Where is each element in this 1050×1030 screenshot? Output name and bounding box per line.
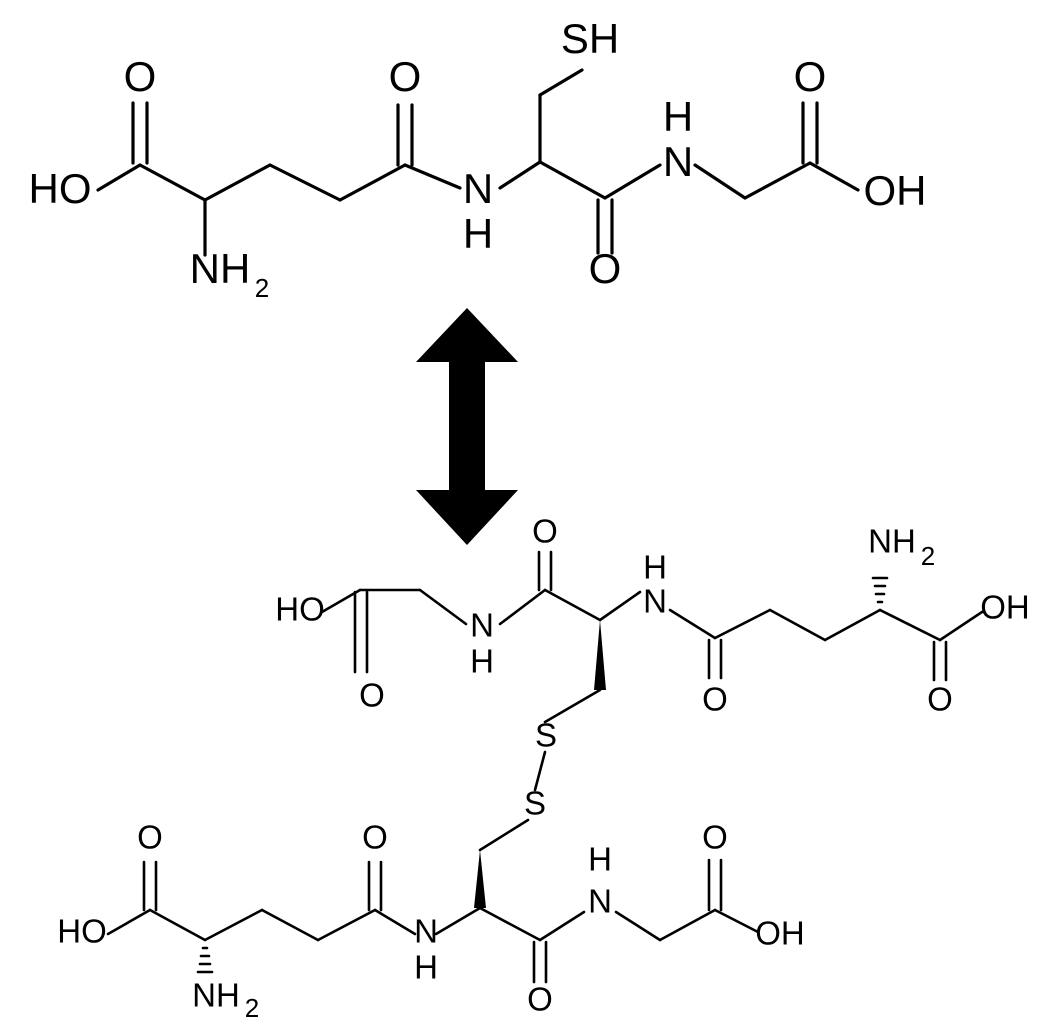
gssg-upper-gly-hydrogen-label: H: [470, 643, 494, 680]
gssg-lower-cys-amide-oxygen-label: O: [527, 981, 553, 1018]
gsh-hydroxyl-right-label: OH: [864, 167, 927, 214]
gssg-lower-gly-hydrogen-label: H: [588, 841, 612, 878]
gssg-upper-acid-oxygen-left-label: O: [359, 677, 385, 714]
gssg-lower-hydroxyl-left-label: HO: [57, 913, 107, 950]
gsh-amide-nitrogen-1-label: N: [463, 165, 493, 212]
gsh-amine-label: NH: [190, 245, 251, 292]
gssg-lower-acid-oxygen-right-label: O: [702, 819, 728, 856]
gssg-sulfur-lower-label: S: [524, 785, 546, 822]
gssg-lower-hydroxyl-right-label: OH: [755, 915, 805, 952]
gssg-bonds: [106, 550, 984, 984]
gssg-lower-amine-label: NH: [192, 977, 240, 1014]
gssg-upper-amine-label: NH: [868, 523, 916, 560]
gsh-amide-oxygen-1-label: O: [389, 53, 422, 100]
gssg-upper-hydroxyl-right-label: OH: [980, 589, 1030, 626]
gssg-upper-glu-amide-oxygen-label: O: [702, 681, 728, 718]
gssg-upper-hydroxyl-left-label: HO: [275, 591, 325, 628]
glutathione-reduced-structure: SH HO O NH 2 O N H O H N O OH: [29, 15, 927, 303]
gssg-upper-amine-subscript: 2: [921, 541, 935, 571]
gssg-lower-acid-oxygen-left-label: O: [137, 819, 163, 856]
gssg-upper-cys-nitrogen-label: N: [643, 583, 667, 620]
gsh-amide-hydrogen-1-label: H: [463, 210, 493, 257]
gsh-amine-subscript: 2: [255, 273, 269, 303]
gssg-upper-cys-amide-oxygen-label: O: [532, 513, 558, 550]
gsh-acid-oxygen-left-label: O: [124, 53, 157, 100]
gssg-lower-glu-amide-oxygen-label: O: [362, 819, 388, 856]
gssg-lower-amine-subscript: 2: [245, 993, 259, 1023]
gsh-amide-nitrogen-2-label: N: [663, 138, 693, 185]
gsh-thiol-label: SH: [561, 15, 619, 62]
gsh-amide-oxygen-2-label: O: [589, 245, 622, 292]
gssg-sulfur-upper-label: S: [535, 717, 557, 754]
gssg-lower-glu-nitrogen-label: N: [414, 913, 438, 950]
gssg-lower-glu-hydrogen-label: H: [414, 949, 438, 986]
glutathione-disulfide-structure: HO O N H O H N O NH 2 O OH S S O HO NH 2…: [57, 513, 1030, 1023]
gsh-bonds: [96, 68, 860, 257]
double-headed-arrow-icon: [416, 308, 518, 545]
gssg-upper-cys-hydrogen-label: H: [643, 549, 667, 586]
gsh-hydroxyl-left-label: HO: [29, 165, 92, 212]
gsh-amide-hydrogen-2-label: H: [663, 93, 693, 140]
gssg-lower-gly-nitrogen-label: N: [588, 883, 612, 920]
gssg-upper-acid-oxygen-right-label: O: [927, 681, 953, 718]
gsh-acid-oxygen-right-label: O: [794, 53, 827, 100]
gssg-upper-gly-nitrogen-label: N: [470, 607, 494, 644]
